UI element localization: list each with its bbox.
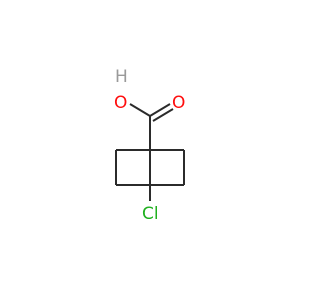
carbonyl-oxygen-label: O bbox=[172, 93, 185, 113]
molecule-structure: H O O Cl bbox=[114, 67, 185, 224]
bond-carboxyl-oh bbox=[129, 103, 151, 117]
hydroxyl-oxygen-label: O bbox=[114, 93, 127, 113]
chlorine-label: Cl bbox=[142, 204, 159, 224]
bond-carbonyl-double-2 bbox=[152, 108, 174, 122]
hydrogen-label: H bbox=[115, 67, 128, 87]
bond-carbonyl-double-1 bbox=[149, 103, 171, 117]
